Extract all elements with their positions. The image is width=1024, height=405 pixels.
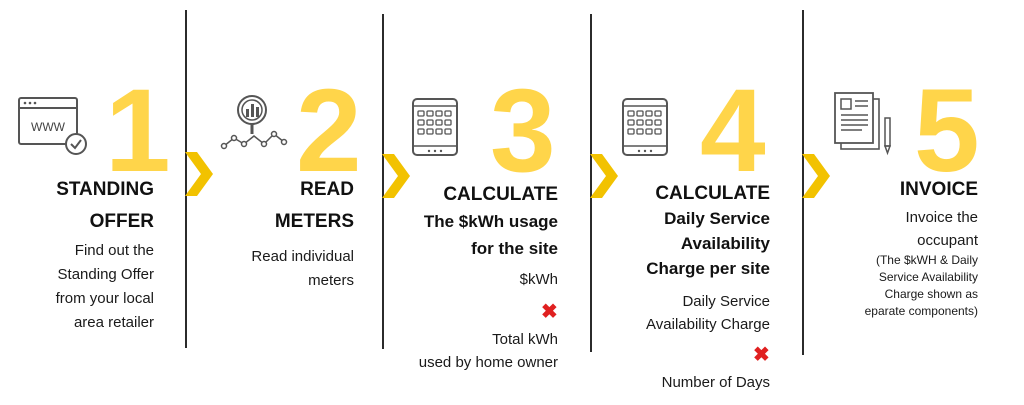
desc-line: used by home owner — [418, 354, 558, 371]
note-line: Charge shown as — [884, 287, 978, 301]
desc-line: Invoice the — [905, 209, 978, 226]
step-3-rate: $kWh — [519, 271, 558, 288]
title-line: Availability — [680, 234, 770, 253]
chevron-arrow-icon — [380, 154, 412, 203]
step-number-1: 1 — [105, 65, 171, 197]
step-2-description: Read individual meters — [251, 245, 354, 293]
title-line: The $kWh usage — [423, 212, 558, 231]
note-line: Service Availability — [878, 270, 978, 284]
column-divider-4 — [802, 10, 804, 355]
title-line: CALCULATE — [655, 183, 770, 204]
desc-line: Total kWh — [492, 331, 558, 348]
step-5-title: INVOICE — [900, 177, 978, 203]
title-line: READ — [300, 179, 354, 200]
title-line: STANDING — [56, 179, 154, 200]
step-number-2: 2 — [296, 65, 362, 197]
step-1-title: STANDING OFFER — [56, 177, 154, 235]
calculator-tablet-icon — [412, 98, 458, 161]
step-1-description: Find out the Standing Offer from your lo… — [56, 239, 154, 335]
step-4-days: Number of Days — [661, 374, 770, 391]
note-line: eparate components) — [864, 304, 978, 318]
calculator-tablet-icon — [622, 98, 668, 161]
invoice-documents-icon — [832, 90, 894, 161]
www-text: WWW — [31, 120, 66, 134]
desc-line: occupant — [917, 232, 978, 249]
desc-line: meters — [308, 272, 354, 289]
step-number-4: 4 — [700, 65, 766, 197]
step-4-title: CALCULATE Daily Service Availability Cha… — [646, 181, 770, 281]
step-2-title: READ METERS — [275, 177, 354, 235]
title-line: OFFER — [89, 211, 154, 232]
desc-line: Availability Charge — [646, 316, 770, 333]
title-line: Daily Service — [664, 209, 770, 228]
title-line: INVOICE — [899, 179, 978, 200]
chevron-arrow-icon — [800, 154, 832, 203]
step-number-3: 3 — [490, 65, 556, 197]
step-5-note: (The $kWH & Daily Service Availability C… — [865, 252, 978, 320]
title-line: Charge per site — [646, 259, 770, 278]
desc-line: area retailer — [73, 314, 154, 331]
step-4-charge: Daily Service Availability Charge — [646, 290, 770, 336]
chevron-arrow-icon — [183, 152, 215, 201]
column-divider-2 — [382, 14, 384, 349]
web-browser-check-icon: WWW — [18, 97, 90, 162]
step-number-5: 5 — [914, 65, 980, 197]
column-divider-3 — [590, 14, 592, 352]
title-line: CALCULATE — [443, 184, 558, 205]
column-divider-1 — [185, 10, 187, 348]
step-3-title: CALCULATE The $kWh usage for the site — [424, 181, 558, 262]
desc-line: Find out the — [74, 242, 154, 259]
magnifier-chart-icon — [218, 88, 290, 165]
title-line: METERS — [274, 211, 354, 232]
title-line: for the site — [471, 239, 558, 258]
multiply-icon: ✖ — [753, 344, 770, 366]
multiply-icon: ✖ — [541, 301, 558, 323]
step-5-description: Invoice the occupant — [905, 206, 978, 252]
step-3-usage: Total kWh used by home owner — [419, 328, 558, 374]
desc-line: from your local — [55, 290, 154, 307]
note-line: (The $kWH & Daily — [875, 253, 978, 267]
desc-line: Daily Service — [682, 293, 770, 310]
desc-line: Read individual — [251, 248, 354, 265]
chevron-arrow-icon — [588, 154, 620, 203]
desc-line: Standing Offer — [57, 266, 154, 283]
